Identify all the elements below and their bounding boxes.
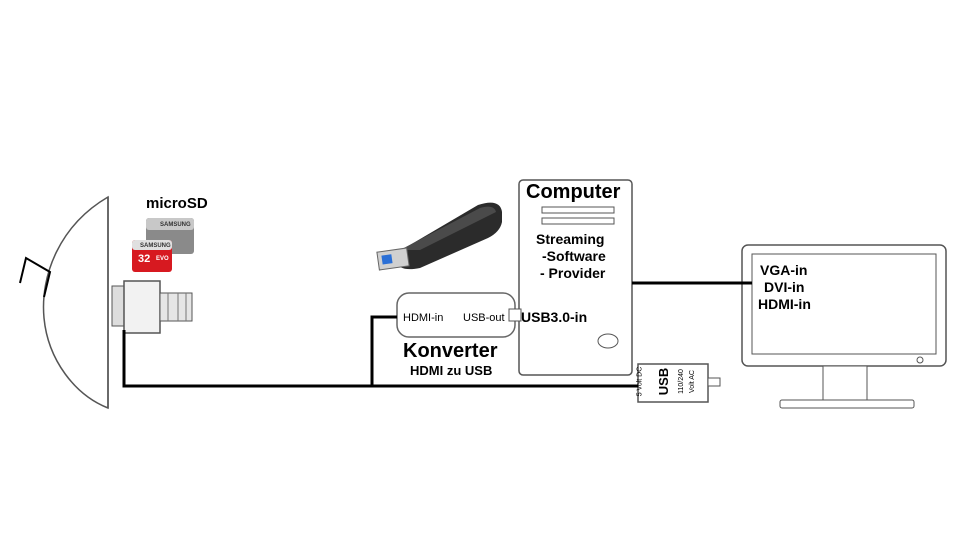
converter-subtitle: HDMI zu USB — [410, 363, 493, 378]
monitor-input-vga: VGA-in — [760, 262, 808, 278]
streaming-line-3: - Provider — [540, 265, 606, 281]
psu-ac-label-2: Volt AC — [688, 370, 696, 393]
converter-title: Konverter — [403, 340, 498, 362]
psu-usb-label: USB — [656, 367, 672, 396]
sd-evo-label: EVO — [156, 256, 169, 262]
computer-tower — [518, 179, 633, 376]
psu-dc-label: 5 Volt DC — [636, 366, 644, 397]
streaming-software-label: Streaming -Software - Provider — [536, 231, 606, 282]
power-supply — [637, 363, 709, 403]
usb30-in-label: USB3.0-in — [521, 309, 588, 325]
converter-usb-out-label: USB-out — [463, 312, 505, 324]
monitor-inputs-label: VGA-in DVI-in HDMI-in — [758, 262, 811, 313]
psu-ac-label-1: 110/240 — [677, 369, 685, 394]
sd-brand-label-front: SAMSUNG — [140, 243, 171, 249]
camera-dome — [42, 195, 109, 410]
camera-bracket — [19, 256, 52, 298]
sd-brand-label: SAMSUNG — [160, 222, 191, 228]
monitor-input-dvi: DVI-in — [764, 279, 805, 295]
monitor-input-hdmi: HDMI-in — [758, 296, 811, 312]
camera-lens — [111, 280, 193, 334]
cables — [122, 281, 752, 388]
sd-capacity-label: 32 — [138, 253, 151, 265]
monitor — [741, 244, 947, 409]
microsd-label: microSD — [146, 195, 208, 212]
usb-stick — [376, 202, 502, 271]
converter-hdmi-in-label: HDMI-in — [403, 312, 444, 324]
streaming-line-2: -Software — [542, 248, 606, 264]
microsd-card — [132, 218, 194, 272]
computer-label: Computer — [526, 181, 621, 203]
streaming-line-1: Streaming — [536, 231, 605, 247]
